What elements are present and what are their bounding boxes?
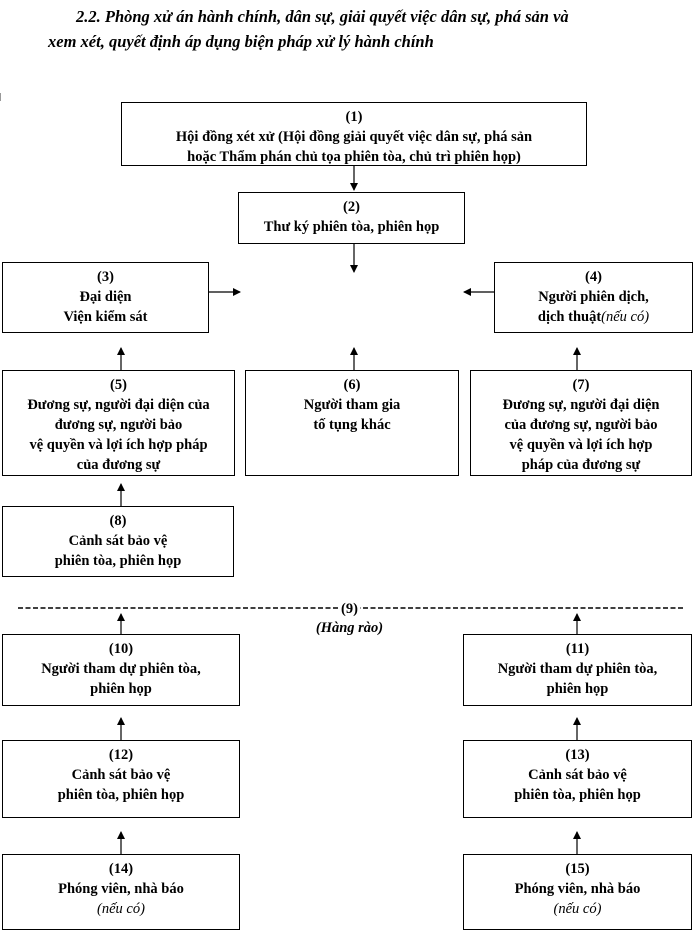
- fence-number: (9): [339, 600, 360, 618]
- box-11-line-2: phiên họp: [546, 681, 609, 697]
- box-13-line-1: Cảnh sát bảo vệ: [528, 767, 627, 783]
- box-13-line-2: phiên tòa, phiên họp: [514, 787, 641, 803]
- box-8-line-2: phiên tòa, phiên họp: [54, 553, 182, 569]
- box-1-number: (1): [345, 109, 363, 125]
- box-5-number: (5): [110, 377, 127, 393]
- box-2-number: (2): [343, 199, 360, 215]
- box-4-number: (4): [585, 269, 602, 285]
- box-7-line-2: của đương sự, người bảo: [504, 417, 658, 433]
- box-15-line-1: Phóng viên, nhà báo: [514, 881, 641, 897]
- box-11-line-1: Người tham dự phiên tòa,: [497, 661, 658, 677]
- box-13-number: (13): [565, 747, 590, 763]
- box-attendees-left: (10) Người tham dự phiên tòa, phiên họp: [2, 634, 240, 706]
- box-4-line-2: dịch thuật: [537, 309, 602, 325]
- box-1-line-1: Hội đồng xét xử (Hội đồng giải quyết việ…: [175, 129, 533, 145]
- box-5-line-4: của đương sự: [76, 457, 161, 473]
- box-7-line-1: Đương sự, người đại diện: [502, 397, 660, 413]
- box-11-number: (11): [565, 641, 590, 657]
- box-4-note: (nếu có): [601, 309, 650, 325]
- box-3-line-1: Đại diện: [79, 289, 132, 305]
- heading-line-1: 2.2. Phòng xử án hành chính, dân sự, giả…: [76, 7, 569, 26]
- box-court-police-right: (13) Cảnh sát bảo vệ phiên tòa, phiên họ…: [463, 740, 692, 818]
- section-heading: 2.2. Phòng xử án hành chính, dân sự, giả…: [48, 4, 688, 54]
- box-6-number: (6): [343, 377, 361, 393]
- box-litigants-right: (7) Đương sự, người đại diện của đương s…: [470, 370, 692, 476]
- box-4-line-1: Người phiên dịch,: [538, 289, 649, 305]
- box-3-line-2: Viện kiểm sát: [63, 309, 148, 325]
- box-procuracy: (3) Đại diện Viện kiểm sát: [2, 262, 209, 333]
- box-12-number: (12): [108, 747, 134, 763]
- box-14-line-1: Phóng viên, nhà báo: [58, 881, 184, 897]
- box-7-line-3: vệ quyền và lợi ích hợp: [509, 437, 653, 453]
- box-trial-panel: (1) Hội đồng xét xử (Hội đồng giải quyết…: [121, 102, 587, 166]
- box-attendees-right: (11) Người tham dự phiên tòa, phiên họp: [463, 634, 692, 706]
- box-1-line-2: hoặc Thẩm phán chủ tọa phiên tòa, chủ tr…: [187, 149, 521, 165]
- box-5-line-3: vệ quyền và lợi ích hợp pháp: [29, 437, 208, 453]
- box-7-number: (7): [572, 377, 590, 393]
- box-10-line-2: phiên họp: [90, 681, 152, 697]
- box-8-line-1: Cảnh sát bảo vệ: [68, 533, 168, 549]
- box-6-line-1: Người tham gia: [303, 397, 401, 413]
- heading-line-2: xem xét, quyết định áp dụng biện pháp xử…: [48, 32, 434, 51]
- box-5-line-1: Đương sự, người đại diện của: [27, 397, 210, 413]
- box-7-line-4: pháp của đương sự: [521, 457, 641, 473]
- box-2-line-1: Thư ký phiên tòa, phiên họp: [263, 219, 440, 235]
- box-reporters-right: (15) Phóng viên, nhà báo (nếu có): [463, 854, 692, 930]
- box-court-clerk: (2) Thư ký phiên tòa, phiên họp: [238, 192, 465, 244]
- box-10-line-1: Người tham dự phiên tòa,: [41, 661, 201, 677]
- margin-mark: [0, 93, 4, 101]
- box-10-number: (10): [108, 641, 134, 657]
- box-15-number: (15): [565, 861, 590, 877]
- box-6-line-2: tố tụng khác: [313, 417, 391, 433]
- box-court-police-inner: (8) Cảnh sát bảo vệ phiên tòa, phiên họp: [2, 506, 234, 577]
- box-14-note: (nếu có): [97, 901, 145, 917]
- box-12-line-1: Cảnh sát bảo vệ: [71, 767, 171, 783]
- box-court-police-left: (12) Cảnh sát bảo vệ phiên tòa, phiên họ…: [2, 740, 240, 818]
- box-litigants-left: (5) Đương sự, người đại diện của đương s…: [2, 370, 235, 476]
- box-12-line-2: phiên tòa, phiên họp: [57, 787, 185, 803]
- box-interpreter: (4) Người phiên dịch, dịch thuật(nếu có): [494, 262, 693, 333]
- box-14-number: (14): [108, 861, 134, 877]
- fence-label: (9) (Hàng rào): [0, 600, 699, 637]
- box-other-participants: (6) Người tham gia tố tụng khác: [245, 370, 459, 476]
- box-3-number: (3): [97, 269, 114, 285]
- box-8-number: (8): [109, 513, 127, 529]
- box-reporters-left: (14) Phóng viên, nhà báo (nếu có): [2, 854, 240, 930]
- fence-text: (Hàng rào): [315, 620, 384, 636]
- box-5-line-2: đương sự, người bảo: [54, 417, 183, 433]
- box-15-note: (nếu có): [553, 901, 602, 917]
